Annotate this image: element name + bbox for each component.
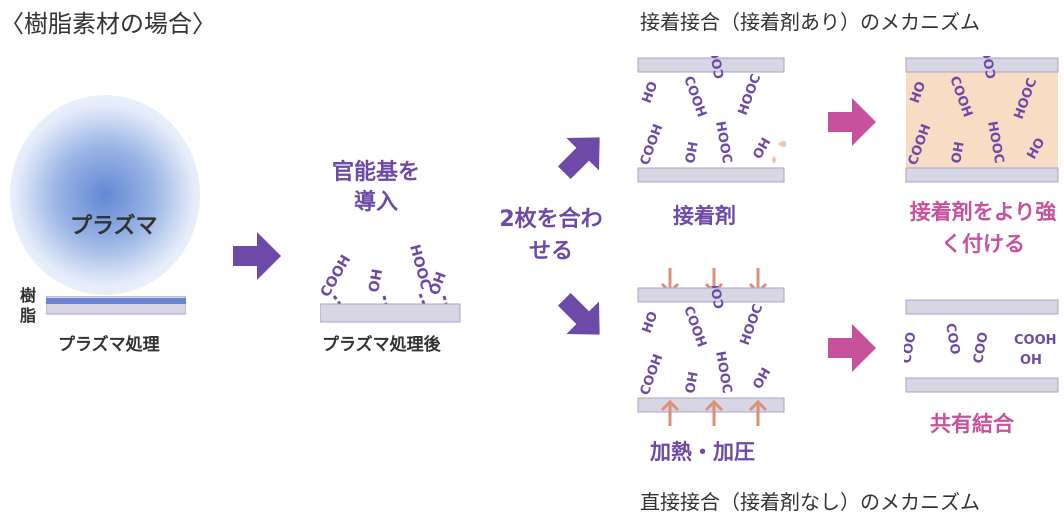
- svg-text:HOOC: HOOC: [984, 120, 1006, 164]
- svg-text:COO: COO: [904, 331, 919, 365]
- svg-text:HOOC: HOOC: [712, 120, 734, 164]
- svg-text:COOH: COOH: [706, 286, 728, 310]
- right-arrow-pink-icon: [828, 324, 876, 372]
- adhesive-result-panel: HO COOH COOH HOOC COOH OH HOOC HO: [905, 56, 1059, 183]
- svg-text:HO: HO: [908, 80, 930, 106]
- resin-plate: [46, 296, 186, 315]
- adhesive-result-label: 接着剤をより強く付ける: [909, 200, 1057, 256]
- svg-text:OH: OH: [750, 366, 774, 392]
- svg-text:HOOC: HOOC: [712, 350, 734, 394]
- svg-text:COOH: COOH: [1014, 333, 1057, 348]
- functional-group-heading: 官能基を導入: [331, 160, 420, 215]
- svg-text:OH: OH: [683, 370, 702, 394]
- svg-text:HO: HO: [640, 310, 662, 336]
- svg-text:OH: OH: [750, 136, 774, 162]
- svg-text:COOH: COOH: [680, 74, 709, 119]
- up-right-arrow-icon: [557, 137, 600, 180]
- svg-text:COOH: COOH: [978, 56, 1000, 80]
- svg-text:HOOC: HOOC: [738, 302, 767, 347]
- adhesive-panel: HO COOH COOH HOOC COOH OH HOOC OH: [637, 56, 786, 183]
- group-label: COOH: [320, 252, 354, 300]
- right-arrow-pink-icon: [828, 98, 876, 146]
- group-label: OH: [427, 270, 450, 298]
- direct-mechanism-title: 直接接合（接着剤なし）のメカニズム: [640, 490, 980, 514]
- svg-text:OH: OH: [949, 140, 968, 164]
- svg-text:COO: COO: [942, 322, 962, 356]
- direct-result-label: 共有結合: [930, 412, 1014, 436]
- svg-text:COOH: COOH: [680, 304, 709, 349]
- adhesive-mechanism-title: 接着接合（接着剤あり）のメカニズム: [640, 10, 980, 34]
- svg-text:OH: OH: [1020, 353, 1042, 368]
- down-right-arrow-icon: [557, 292, 600, 335]
- svg-text:COOH: COOH: [638, 122, 667, 167]
- functional-group-caption: プラズマ処理後: [322, 335, 441, 355]
- svg-text:COOH: COOH: [638, 352, 667, 397]
- svg-text:OH: OH: [683, 140, 702, 164]
- svg-text:COOH: COOH: [706, 56, 728, 80]
- plasma-caption: プラズマ処理: [58, 335, 160, 355]
- treated-plate: COOH OH HOOC OH: [320, 243, 461, 323]
- svg-text:COO: COO: [971, 331, 991, 365]
- plasma-label: プラズマ: [70, 214, 158, 239]
- adhesive-label: 接着剤: [673, 204, 736, 228]
- plasma-cloud: [10, 95, 200, 295]
- direct-panel: HO COOH COOH HOOC COOH OH HOOC OH: [637, 286, 785, 413]
- right-arrow-icon: [233, 232, 281, 280]
- resin-label: 樹脂: [20, 286, 37, 325]
- svg-text:HO: HO: [640, 80, 662, 106]
- group-label: OH: [366, 268, 386, 294]
- svg-text:HOOC: HOOC: [736, 72, 765, 117]
- combine-label: 2枚を合わせる: [499, 207, 603, 264]
- process-label: 加熱・加圧: [650, 440, 755, 464]
- page-title: 〈樹脂素材の場合〉: [0, 10, 216, 38]
- pressure-arrows-bottom: [660, 399, 768, 426]
- direct-result-panel: COO COO COO COOH OH: [904, 299, 1059, 393]
